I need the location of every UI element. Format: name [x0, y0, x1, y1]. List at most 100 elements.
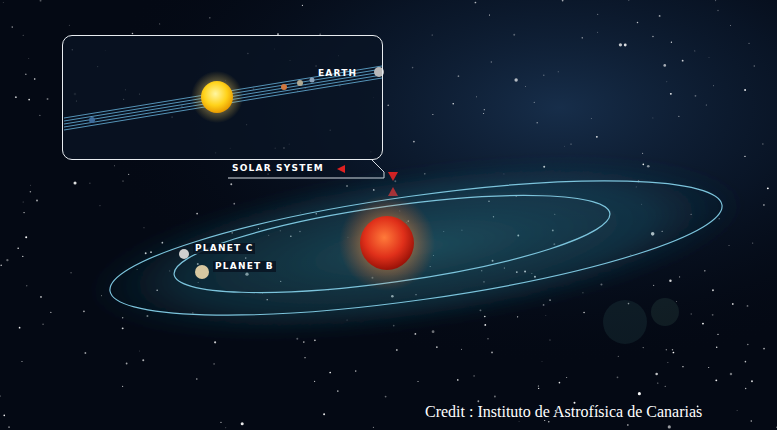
star [570, 143, 571, 144]
star [452, 103, 454, 105]
star [458, 75, 460, 77]
star [682, 60, 684, 62]
star [28, 99, 30, 101]
star [74, 182, 77, 185]
star [25, 236, 27, 238]
star [653, 285, 654, 286]
star [387, 104, 389, 106]
star [538, 386, 539, 387]
star [268, 173, 269, 174]
star [213, 363, 214, 364]
star [412, 67, 414, 69]
star [143, 227, 145, 229]
star [513, 34, 515, 36]
star [337, 390, 339, 392]
star [518, 421, 520, 423]
star [704, 270, 706, 272]
star [220, 422, 221, 423]
star [70, 272, 71, 273]
star [457, 379, 459, 381]
star [566, 377, 567, 378]
star [669, 279, 671, 281]
star [122, 327, 124, 329]
star [538, 388, 539, 389]
star [477, 400, 479, 402]
star [754, 65, 756, 67]
star [373, 427, 374, 428]
star [436, 346, 438, 348]
star [494, 396, 496, 398]
leader-line [228, 160, 384, 178]
star [2, 2, 4, 4]
star [619, 43, 622, 46]
star [385, 396, 387, 398]
star [655, 373, 658, 376]
solar-orbits [64, 66, 382, 130]
star [303, 341, 305, 343]
star [708, 57, 710, 59]
star [196, 213, 198, 215]
star [489, 15, 490, 16]
star [659, 15, 661, 17]
star [491, 351, 493, 353]
star [628, 0, 629, 1]
star [763, 204, 764, 205]
star [558, 71, 559, 72]
star [122, 386, 123, 387]
star [396, 349, 398, 351]
star [730, 24, 732, 26]
star [763, 348, 765, 350]
star [460, 348, 462, 350]
star [652, 117, 654, 119]
star [767, 187, 769, 189]
star [679, 276, 680, 277]
star [712, 289, 714, 291]
star [716, 346, 717, 347]
star [329, 372, 331, 374]
star [666, 81, 668, 83]
star [545, 315, 547, 317]
star [42, 323, 44, 325]
star [583, 312, 585, 314]
star [514, 78, 517, 81]
star [22, 256, 23, 257]
region-label: SOLAR SYSTEM [230, 163, 326, 174]
star [667, 361, 669, 363]
star [762, 143, 763, 144]
star [559, 382, 561, 384]
star [524, 85, 526, 87]
star [34, 78, 36, 80]
star [15, 96, 17, 98]
star [708, 367, 709, 368]
star [22, 34, 24, 36]
star [6, 259, 8, 261]
star [99, 205, 101, 207]
credit-note: Credit : Instituto de Astrofísica de Can… [423, 403, 704, 421]
star [484, 109, 485, 110]
star [483, 113, 484, 114]
lens-flare [651, 298, 679, 326]
star [715, 379, 717, 381]
star [25, 73, 27, 75]
star [717, 334, 718, 335]
star [40, 0, 42, 2]
star [19, 327, 21, 329]
star [682, 366, 683, 367]
star [142, 359, 144, 361]
star [691, 313, 692, 314]
star [128, 174, 129, 175]
star [314, 381, 315, 382]
star [745, 388, 746, 389]
star [670, 93, 672, 95]
star [624, 44, 627, 47]
star [543, 75, 545, 77]
star [36, 199, 38, 201]
star [89, 182, 91, 184]
star [0, 264, 2, 266]
star [736, 410, 738, 412]
star [665, 386, 666, 387]
star [26, 285, 27, 286]
star [751, 380, 753, 382]
star [678, 116, 679, 117]
